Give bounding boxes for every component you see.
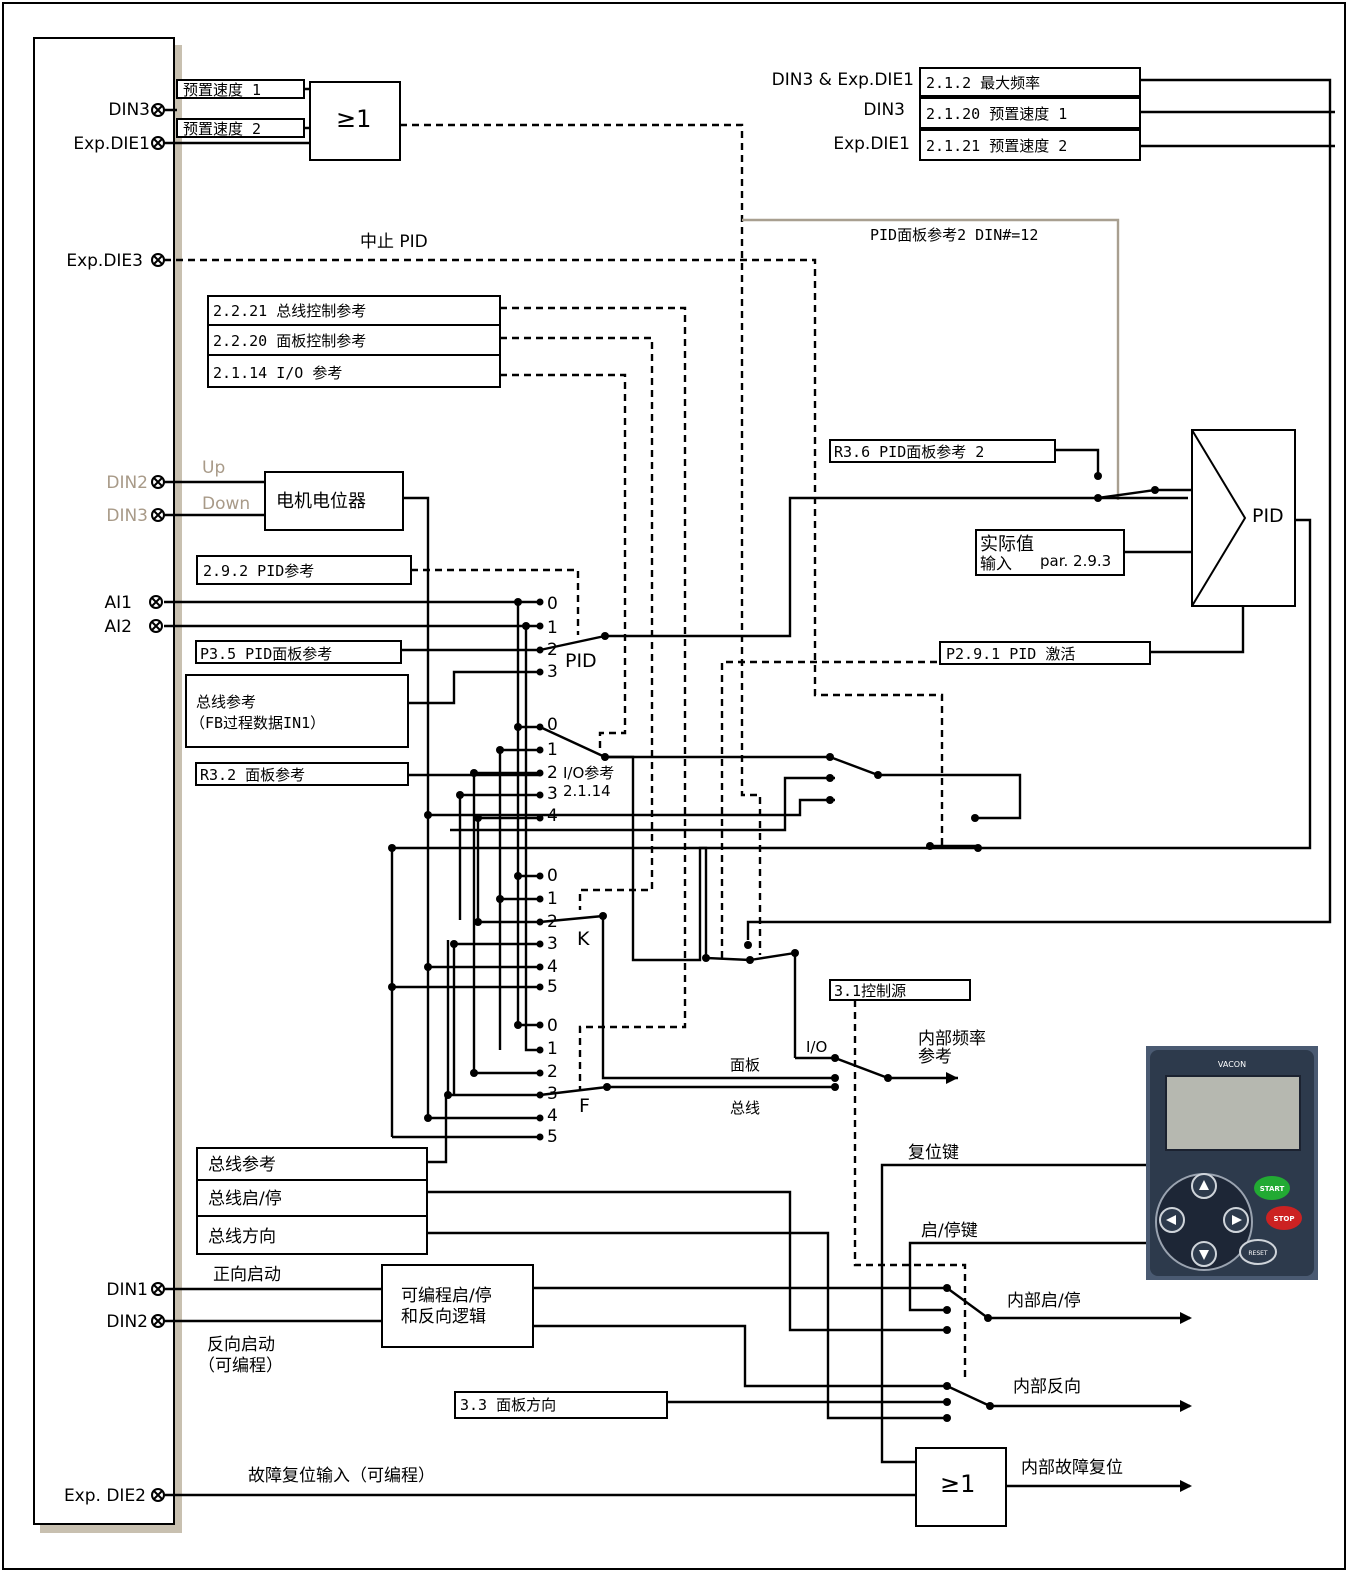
fieldbus-ref-box xyxy=(186,675,408,747)
ai1-label: AI1 xyxy=(105,593,132,613)
f-sel-5: 5 xyxy=(547,1127,558,1147)
stop-pid-label: 中止 PID xyxy=(360,232,428,252)
pid-activate-param: P2.9.1 PID 激活 xyxy=(946,645,1075,663)
motor-potentiometer-label: 电机电位器 xyxy=(276,491,366,512)
programmable-logic-box xyxy=(382,1265,533,1347)
reverse-start-line1: 反向启动 xyxy=(207,1335,275,1355)
pid-ref-param: 2.9.2 PID参考 xyxy=(203,562,314,580)
control-source-param: 3.1控制源 xyxy=(834,982,906,1000)
panel-control-ref: 2.2.20 面板控制参考 xyxy=(213,332,366,350)
f-sel-1: 1 xyxy=(547,1039,558,1059)
k-sel-3: 3 xyxy=(547,934,558,954)
pid-panel-ref-param: P3.5 PID面板参考 xyxy=(200,645,332,663)
max-freq-cond-1: DIN3 & Exp.DIE1 xyxy=(772,70,914,90)
internal-fault-reset-label: 内部故障复位 xyxy=(1021,1458,1123,1478)
pid-panel-ref2-din: PID面板参考2 DIN#=12 xyxy=(870,226,1038,244)
keypad-image: VACON START STOP RESET xyxy=(1146,1046,1318,1280)
f-sel-0: 0 xyxy=(547,1016,558,1036)
actual-value-line2: 输入 xyxy=(980,554,1012,573)
panel-direction-param: 3.3 面板方向 xyxy=(460,1396,556,1414)
ai2-label: AI2 xyxy=(105,617,132,637)
actual-value-par: par. 2.9.3 xyxy=(1040,552,1111,570)
f-sel-2: 2 xyxy=(547,1062,558,1082)
io-sel-2: 2 xyxy=(547,763,558,783)
forward-start-label: 正向启动 xyxy=(213,1265,281,1285)
io-ref-selector: 0 1 2 3 4 I/O参考 2.1.14 xyxy=(460,715,1020,960)
keypad-screen xyxy=(1166,1076,1300,1150)
fieldbus-ref-line2: （FB过程数据IN1） xyxy=(190,714,325,732)
exp-die1-label: Exp.DIE1 xyxy=(73,134,150,154)
k-selector: 0 1 2 3 4 5 K xyxy=(392,866,835,1078)
io-sel-3: 3 xyxy=(547,784,558,804)
fault-reset-input-label: 故障复位输入（可编程） xyxy=(248,1466,435,1486)
down-label: Down xyxy=(202,494,250,514)
reset-key-label: 复位键 xyxy=(908,1143,959,1163)
panel-ref-param: R3.2 面板参考 xyxy=(200,766,305,784)
pid-sel-0: 0 xyxy=(547,594,558,614)
max-freq-cond-3: Exp.DIE1 xyxy=(833,134,910,154)
k-sel-5: 5 xyxy=(547,977,558,997)
din1-label: DIN1 xyxy=(106,1280,148,1300)
f-sel-4: 4 xyxy=(547,1106,558,1126)
keypad-reset-label: RESET xyxy=(1248,1250,1268,1257)
io-ref-selector-label: I/O参考 xyxy=(563,764,614,782)
k-sel-1: 1 xyxy=(547,889,558,909)
reverse-start-line2: （可编程） xyxy=(198,1356,283,1376)
io-sel-1: 1 xyxy=(547,740,558,760)
bus-direction-label: 总线方向 xyxy=(208,1227,276,1247)
fault-or-label: ≥1 xyxy=(940,1470,975,1498)
din3-pot-label: DIN3 xyxy=(106,506,148,526)
f-selector-label: F xyxy=(579,1095,590,1117)
preset-speed-1-param: 2.1.20 预置速度 1 xyxy=(926,105,1067,123)
bus-ref-label: 总线参考 xyxy=(208,1155,276,1175)
reverse-arrow xyxy=(1180,1400,1192,1412)
k-selector-label: K xyxy=(577,928,590,950)
din2-pot-label: DIN2 xyxy=(106,473,148,493)
start-stop-arrow xyxy=(1180,1312,1192,1324)
din2-label: DIN2 xyxy=(106,1312,148,1332)
internal-reverse-label: 内部反向 xyxy=(1013,1377,1081,1397)
preset-or-label: ≥1 xyxy=(336,105,371,133)
exp-die3-label: Exp.DIE3 xyxy=(66,251,143,271)
max-freq-param: 2.1.2 最大频率 xyxy=(926,74,1040,92)
io-ref-selector-param: 2.1.14 xyxy=(563,782,611,800)
internal-freq-ref-line1: 内部频率 xyxy=(918,1029,986,1049)
programmable-logic-line2: 和反向逻辑 xyxy=(401,1307,486,1327)
bus-start-stop-label: 总线启/停 xyxy=(208,1189,282,1209)
pid-panel-ref2-param: R3.6 PID面板参考 2 xyxy=(834,443,984,461)
io-ref: 2.1.14 I/O 参考 xyxy=(213,364,342,382)
programmable-logic-line1: 可编程启/停 xyxy=(401,1286,492,1306)
bus-input-label: 总线 xyxy=(730,1099,760,1117)
preset-speed-1-label: 预置速度 1 xyxy=(183,81,261,99)
k-sel-0: 0 xyxy=(547,866,558,886)
k-sel-4: 4 xyxy=(547,957,558,977)
fieldbus-control-ref: 2.2.21 总线控制参考 xyxy=(213,302,366,320)
preset-speed-2-label: 预置速度 2 xyxy=(183,120,261,138)
pid-selector-label: PID xyxy=(565,650,597,672)
fault-reset-arrow xyxy=(1180,1480,1192,1492)
actual-value-line1: 实际值 xyxy=(980,534,1034,555)
preset-speed-2-param: 2.1.21 预置速度 2 xyxy=(926,137,1067,155)
pid-sel-2: 2 xyxy=(547,640,558,660)
pid-sel-3: 3 xyxy=(547,662,558,682)
f-selector: 0 1 2 3 4 5 F xyxy=(392,1016,835,1147)
io-input-label: I/O xyxy=(806,1038,827,1056)
freq-ref-arrow xyxy=(946,1072,958,1084)
keypad-start-label: START xyxy=(1260,1185,1285,1193)
fieldbus-ref-line1: 总线参考 xyxy=(196,693,256,711)
panel-input-label: 面板 xyxy=(730,1056,760,1074)
max-freq-cond-2: DIN3 xyxy=(863,100,905,120)
keypad-brand: VACON xyxy=(1218,1060,1246,1069)
exp-die2-label: Exp. DIE2 xyxy=(64,1486,146,1506)
din3-label: DIN3 xyxy=(108,100,150,120)
keypad-stop-label: STOP xyxy=(1274,1215,1295,1223)
pid-block-label: PID xyxy=(1252,505,1284,527)
internal-freq-ref-line2: 参考 xyxy=(918,1047,952,1067)
pid-sel-1: 1 xyxy=(547,618,558,638)
start-stop-key-label: 启/停键 xyxy=(921,1221,978,1241)
internal-start-stop-label: 内部启/停 xyxy=(1007,1291,1081,1311)
up-label: Up xyxy=(202,458,225,478)
